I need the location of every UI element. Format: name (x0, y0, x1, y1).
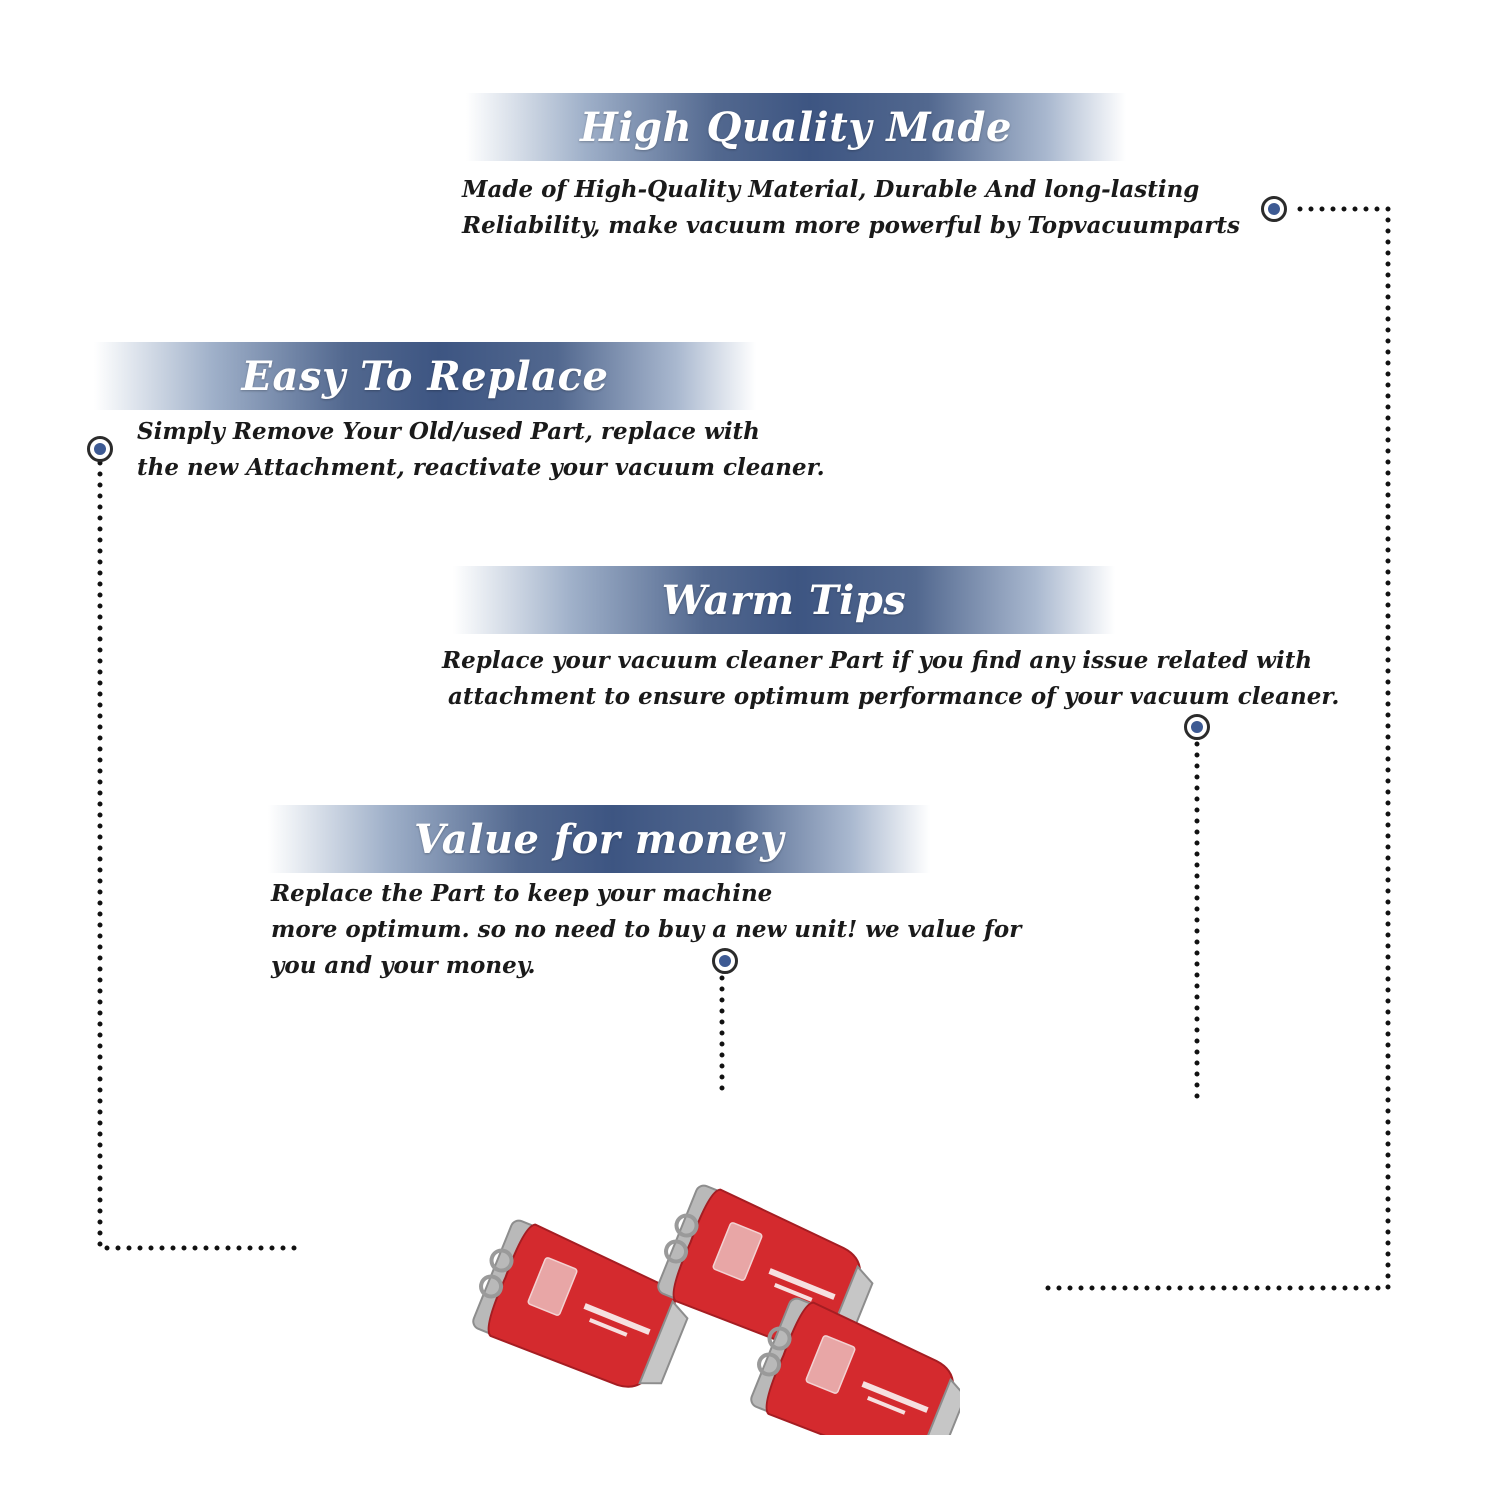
feature-title: Easy To Replace (241, 352, 609, 400)
bullet-marker-icon (1184, 714, 1210, 740)
description-line: Replace your vacuum cleaner Part if you … (442, 647, 1313, 674)
connector-line-2 (97, 460, 299, 1251)
description-line: Reliability, make vacuum more powerful b… (462, 212, 1240, 239)
description-line: more optimum. so no need to buy a new un… (271, 916, 1022, 943)
feature-banner-warm-tips: Warm Tips (453, 566, 1115, 634)
feature-title: Warm Tips (661, 576, 907, 624)
description-line: the new Attachment, reactivate your vacu… (137, 454, 825, 481)
description-line: attachment to ensure optimum performance… (448, 683, 1340, 710)
feature-banner-high-quality: High Quality Made (466, 93, 1126, 161)
bullet-marker-icon (712, 948, 738, 974)
bullet-marker-icon (87, 436, 113, 462)
description-line: Made of High-Quality Material, Durable A… (462, 176, 1200, 203)
description-line: Replace the Part to keep your machine (271, 880, 773, 907)
description-line: Simply Remove Your Old/used Part, replac… (137, 418, 760, 445)
feature-title: High Quality Made (580, 103, 1012, 151)
feature-description: Simply Remove Your Old/used Part, replac… (137, 414, 825, 486)
connector-line-1 (1035, 206, 1391, 1291)
feature-description: Replace your vacuum cleaner Part if you … (442, 643, 1339, 715)
feature-banner-value-money: Value for money (268, 805, 930, 873)
feature-description: Replace the Part to keep your machine mo… (271, 876, 1021, 984)
vacuum-bag-1 (462, 1212, 701, 1404)
feature-description: Made of High-Quality Material, Durable A… (462, 172, 1240, 244)
description-line: you and your money. (271, 952, 536, 979)
bullet-marker-icon (1261, 196, 1287, 222)
product-image (462, 1177, 960, 1435)
feature-title: Value for money (413, 815, 785, 863)
feature-banner-easy-replace: Easy To Replace (94, 342, 756, 410)
